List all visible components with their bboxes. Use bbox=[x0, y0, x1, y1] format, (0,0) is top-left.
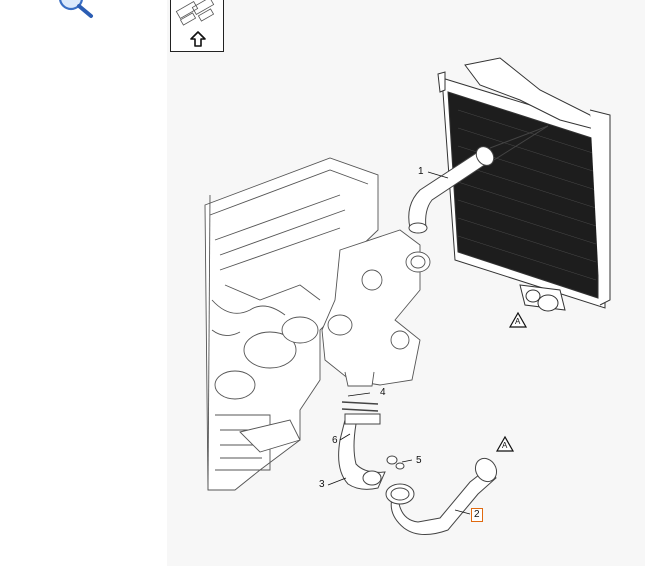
arrow-up-icon bbox=[190, 31, 206, 47]
zoom-button[interactable] bbox=[55, 0, 103, 24]
callout-3[interactable]: 3 bbox=[319, 479, 325, 490]
magnifier-icon bbox=[59, 0, 93, 18]
callout-5[interactable]: 5 bbox=[416, 455, 422, 466]
reference-marker-a-upper[interactable]: A bbox=[515, 317, 521, 326]
thumbnail-preview bbox=[175, 0, 215, 47]
left-panel bbox=[0, 0, 165, 566]
callout-6[interactable]: 6 bbox=[332, 435, 338, 446]
callout-1[interactable]: 1 bbox=[418, 166, 424, 177]
callout-4[interactable]: 4 bbox=[380, 387, 386, 398]
previous-view-thumbnail[interactable] bbox=[170, 0, 224, 52]
diagram-canvas bbox=[167, 0, 645, 566]
reference-marker-a-lower[interactable]: A bbox=[502, 441, 508, 450]
callout-2-selected[interactable]: 2 bbox=[471, 508, 483, 522]
